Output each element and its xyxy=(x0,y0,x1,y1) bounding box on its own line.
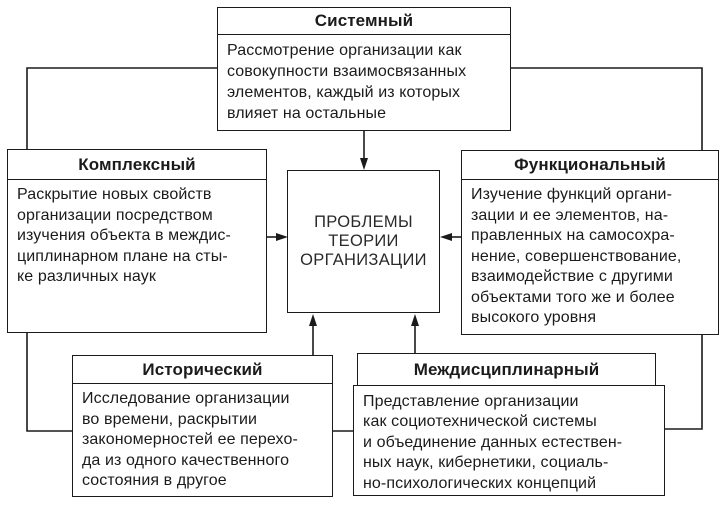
arrow-kompleksny-center xyxy=(267,233,288,241)
center-box: ПРОБЛЕМЫ ТЕОРИИ ОРГАНИЗАЦИИ xyxy=(287,170,440,313)
connector-systemny-funktsionalny xyxy=(511,67,703,151)
box-istorichesky-title: Исторический xyxy=(73,356,332,384)
arrow-systemny-center xyxy=(360,131,368,170)
box-systemny-body: Рассмотрение организации как совокупност… xyxy=(227,42,467,122)
arrow-istorichesky-center xyxy=(309,314,317,355)
box-mezhdistsiplinarny-title: Междисциплинарный xyxy=(357,353,656,386)
connector-kompleksny-istorichesky xyxy=(26,332,72,432)
arrow-funktsionalny-center xyxy=(440,233,461,241)
box-kompleksny: Комплексный Раскрытие новых свойств орга… xyxy=(7,149,267,333)
box-systemny: Системный Рассмотрение организации как с… xyxy=(217,7,511,131)
box-funktsionalny-body: Изучение функций органи- зации и ее элем… xyxy=(471,186,682,326)
box-systemny-title: Системный xyxy=(218,8,510,35)
arrow-mezhdistsiplinarny-center xyxy=(411,314,419,353)
box-kompleksny-title: Комплексный xyxy=(8,150,266,180)
box-kompleksny-body: Раскрытие новых свойств организации поср… xyxy=(17,186,231,285)
box-istorichesky: Исторический Исследование организации во… xyxy=(72,355,333,497)
box-funktsionalny-title: Функциональный xyxy=(462,151,718,180)
box-funktsionalny: Функциональный Изучение функций органи- … xyxy=(461,150,719,335)
box-mezhdistsiplinarny-body: Представление организации как социотехни… xyxy=(353,384,665,496)
connector-systemny-kompleksny xyxy=(26,67,217,150)
center-box-title: ПРОБЛЕМЫ ТЕОРИИ ОРГАНИЗАЦИИ xyxy=(300,213,427,269)
connector-funktsionalny-mezhdistsiplinarny xyxy=(664,334,703,430)
box-istorichesky-body: Исследование организации во времени, рас… xyxy=(82,390,298,489)
